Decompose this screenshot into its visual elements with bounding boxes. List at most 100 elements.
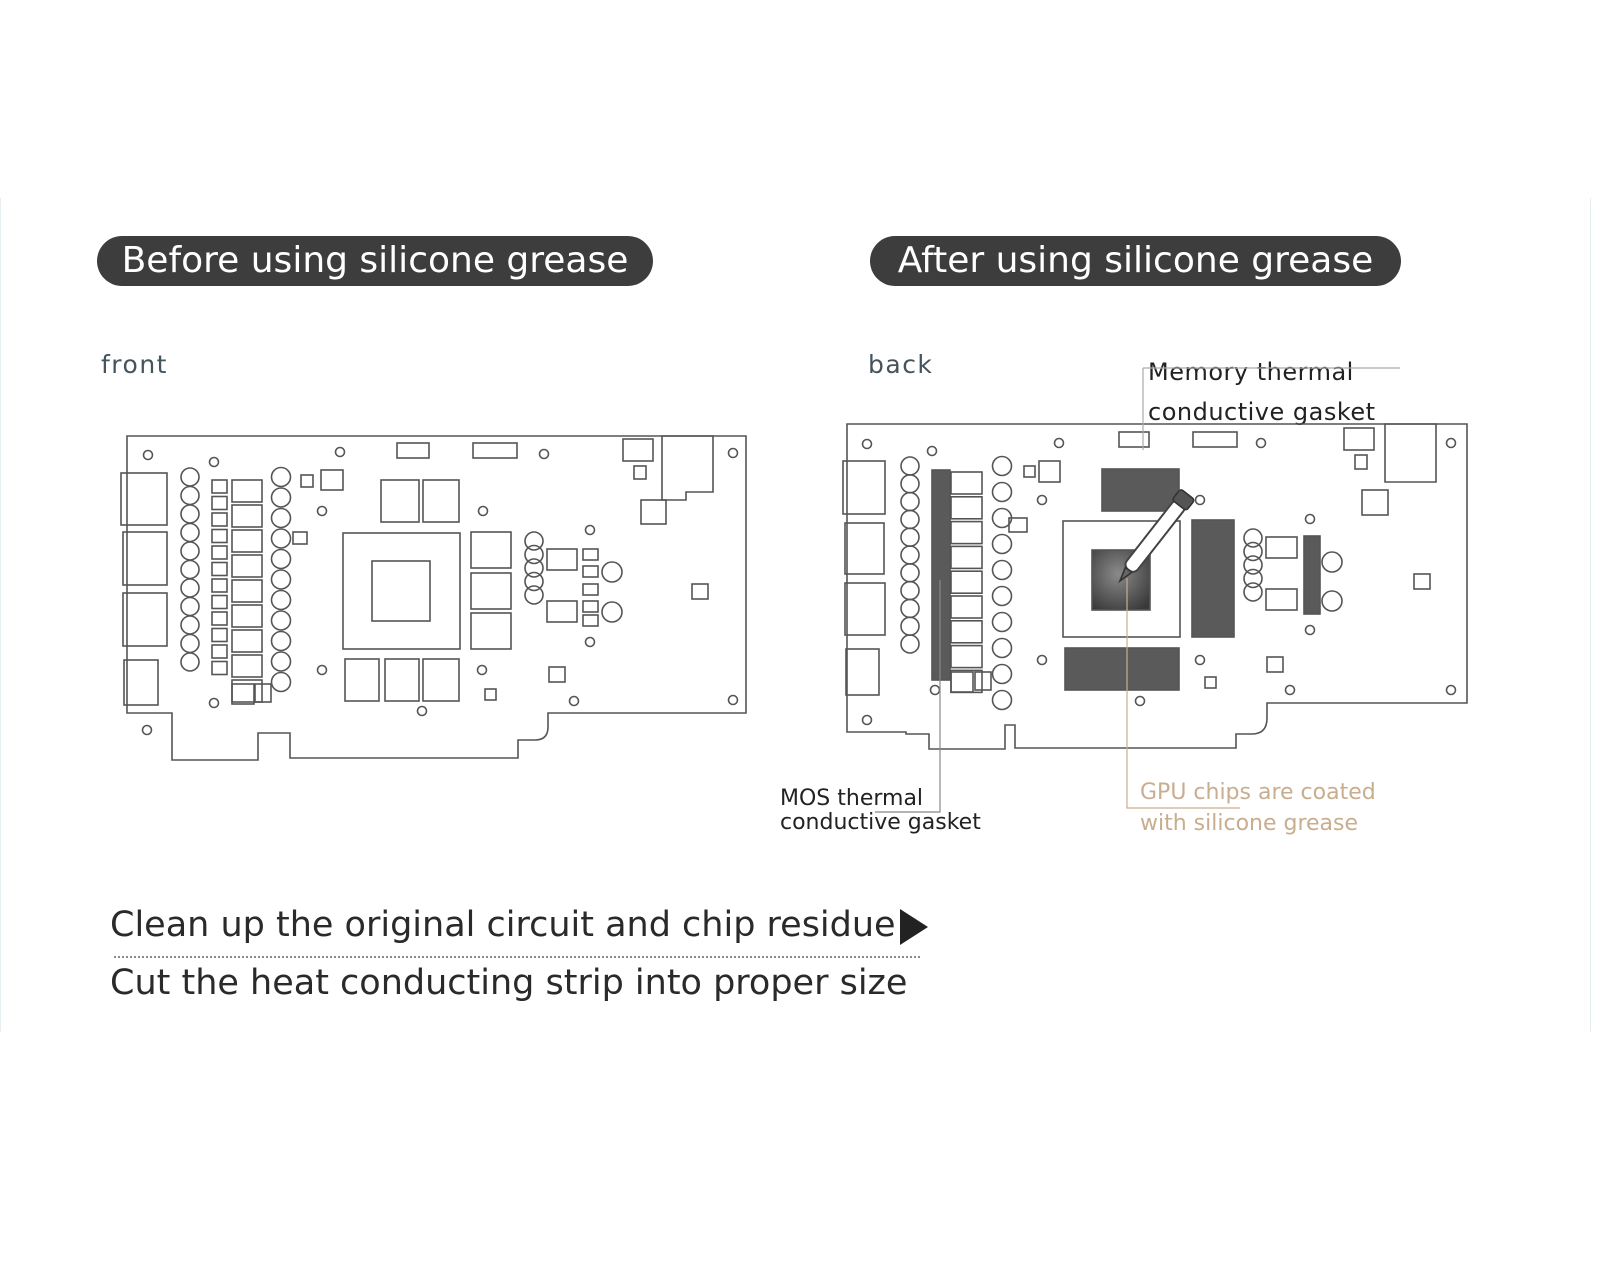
front-mos-chip [231,479,263,503]
back-mount-hole [1053,437,1065,449]
front-small-pad [211,495,228,511]
back-gpu-package [1062,520,1181,638]
back-capacitor [991,533,1013,555]
front-capacitor [524,571,544,592]
front-memory-chip [470,572,512,610]
front-io-port [123,659,159,706]
back-capacitor [1243,582,1263,602]
back-mount-hole [861,438,873,450]
back-pcb-outline [846,423,1468,750]
front-memory-chip [422,479,460,523]
front-io-port [122,531,168,586]
front-small-pad [546,548,578,571]
front-capacitor [270,466,292,488]
back-mos-chip [950,669,983,694]
front-gpu-die [371,560,431,622]
thermal-paste-tube-icon [1118,489,1195,584]
gpu-grease-leader [1126,578,1240,809]
back-small-pad [1266,656,1284,673]
back-capacitor [991,559,1013,581]
front-memory-chip [380,479,420,523]
front-mount-hole [584,636,596,648]
front-mount-hole [208,697,220,709]
gpu-grease-callout-line-1: GPU chips are coated [1140,780,1376,805]
back-connector [1192,431,1238,448]
front-capacitor [180,652,200,672]
back-connector [1118,431,1150,448]
gpu-grease-callout: GPU chips are coated with silicone greas… [1140,777,1376,839]
front-capacitor [180,522,200,543]
back-mount-hole [1255,437,1267,449]
front-small-pad [211,528,228,544]
back-capacitor [900,598,920,619]
front-small-pad [292,531,308,545]
back-io-port [842,460,886,515]
back-capacitor [991,637,1013,659]
back-mos-chip [950,471,983,495]
paste-tube-nozzle [1118,566,1134,584]
back-capacitor [900,456,920,476]
before-title-badge: Before using silicone grease [97,236,653,286]
front-connector [472,442,518,459]
back-mos-gasket [1303,535,1321,615]
front-capacitor [270,487,292,508]
mos-gasket-callout-line-2: conductive gasket [780,810,981,835]
front-small-pad [582,548,599,561]
back-mount-hole [1194,494,1206,506]
back-capacitor [900,527,920,548]
back-capacitor [1243,528,1263,548]
front-small-pad [640,499,667,525]
back-small-pad [1343,427,1375,451]
mos-gasket-callout-line-1: MOS thermal [780,786,924,811]
front-memory-chip [470,612,512,650]
front-small-pad [582,583,599,596]
front-mos-chip [231,504,263,528]
front-capacitor [524,544,544,565]
front-capacitor [524,531,544,551]
front-small-pad [546,600,578,623]
callout-leader-lines [875,367,1400,813]
back-mos-gasket [931,469,951,681]
back-mount-hole [1194,654,1206,666]
back-mount-hole [1134,695,1146,707]
back-mos-chip [950,644,983,669]
back-small-pad [1413,573,1431,590]
front-small-pad [211,578,228,593]
front-mount-hole [476,664,488,676]
back-small-pad [1204,676,1217,689]
front-bracket-block [661,435,714,501]
front-small-pad [211,627,228,643]
step-cut-strip: Cut the heat conducting strip into prope… [110,963,908,1003]
back-capacitor [1243,555,1263,575]
back-capacitor [991,455,1013,477]
front-small-pad [484,688,497,701]
back-mount-hole [926,445,938,457]
front-memory-chip [344,658,380,702]
back-mos-chip [950,595,983,619]
left-edge-line [0,198,1,1032]
memory-gasket-callout-line-1: Memory thermal [1148,358,1354,386]
back-small-pad [1265,588,1298,611]
front-capacitor [270,569,292,590]
back-io-port [845,648,880,696]
back-small-pad [1361,489,1389,516]
memory-gasket-leader [1142,367,1400,450]
front-capacitor [524,585,544,605]
front-mos-chip [231,579,263,603]
back-mos-chip [950,619,983,644]
front-small-pad [231,683,255,705]
front-small-pad [633,465,647,480]
front-small-pad [582,614,599,627]
front-small-pad [211,611,228,626]
back-mount-hole [929,684,941,696]
front-capacitor [180,485,200,506]
front-small-pad [254,683,272,703]
front-capacitor [270,610,292,631]
memory-gasket-callout-line-2: conductive gasket [1148,398,1376,426]
front-mos-chip [231,604,263,628]
front-side-label: front [101,350,168,379]
front-capacitor [270,507,292,529]
back-small-pad [1008,517,1028,533]
back-capacitor [900,545,920,565]
